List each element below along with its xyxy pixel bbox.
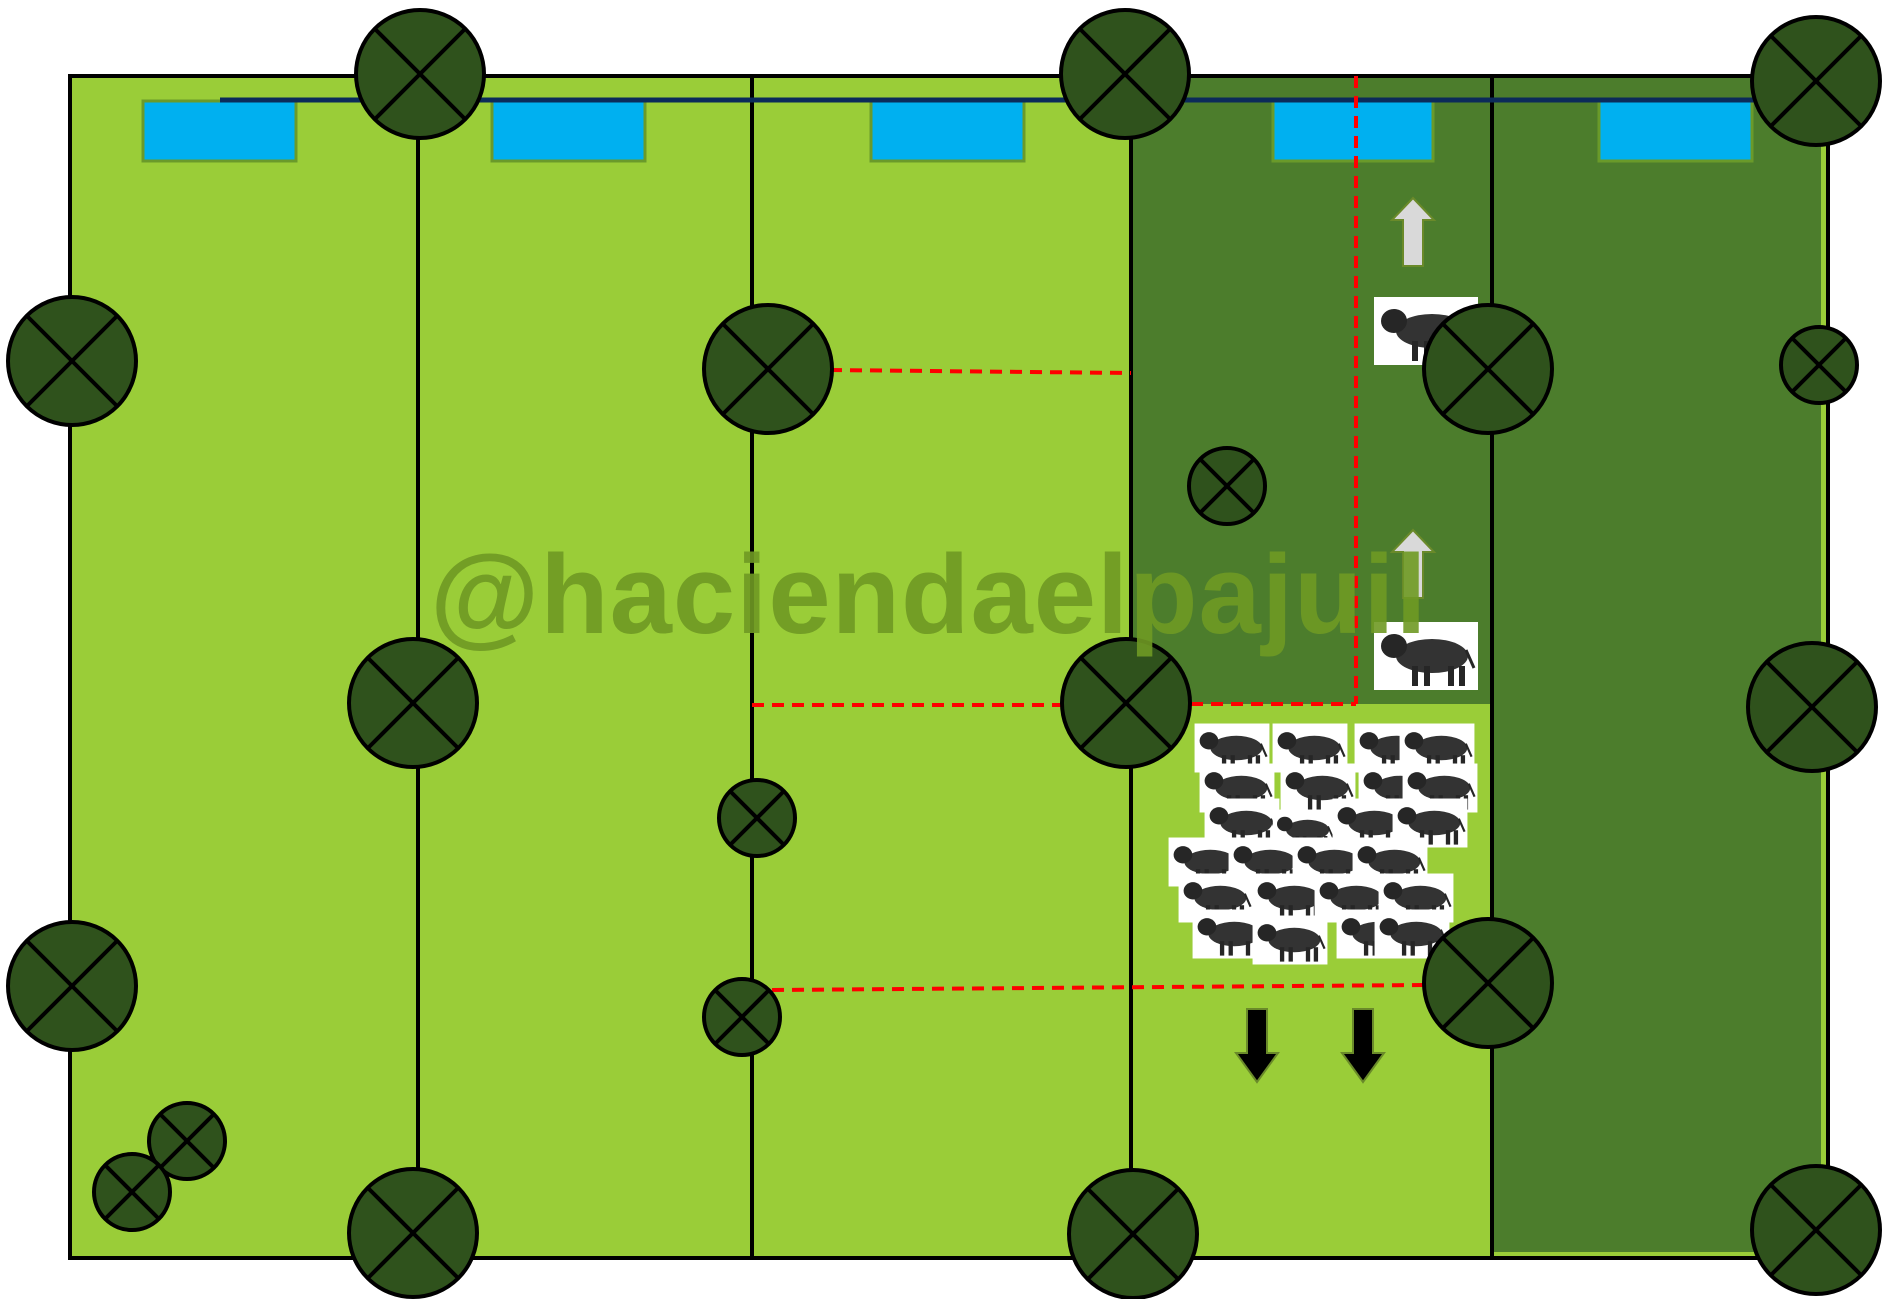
tree-icon	[349, 639, 477, 767]
tree-icon	[356, 10, 484, 138]
tree-icon	[704, 305, 832, 433]
tree-icon	[704, 979, 780, 1055]
tree-icon	[8, 922, 136, 1050]
tree-icon	[1189, 448, 1265, 524]
tree-icon	[1752, 17, 1880, 145]
bull-icon	[1253, 916, 1328, 965]
tree-icon	[1424, 305, 1552, 433]
tree-icon	[349, 1169, 477, 1297]
water-trough-icon	[871, 101, 1024, 161]
tree-icon	[1781, 327, 1857, 403]
tree-icon	[1061, 10, 1189, 138]
water-trough-icon	[1273, 101, 1433, 161]
water-trough-icon	[143, 101, 296, 161]
tree-icon	[1748, 643, 1876, 771]
tree-icon	[1069, 1170, 1197, 1298]
tree-icon	[1752, 1166, 1880, 1294]
pasture-field	[70, 76, 1828, 1258]
tree-icon	[1424, 919, 1552, 1047]
bull-icon	[1374, 622, 1478, 690]
tree-icon	[94, 1154, 170, 1230]
tree-icon	[1062, 639, 1190, 767]
tree-icon	[8, 297, 136, 425]
tree-icon	[719, 780, 795, 856]
water-trough-icon	[492, 101, 645, 161]
water-trough-icon	[1599, 101, 1752, 161]
